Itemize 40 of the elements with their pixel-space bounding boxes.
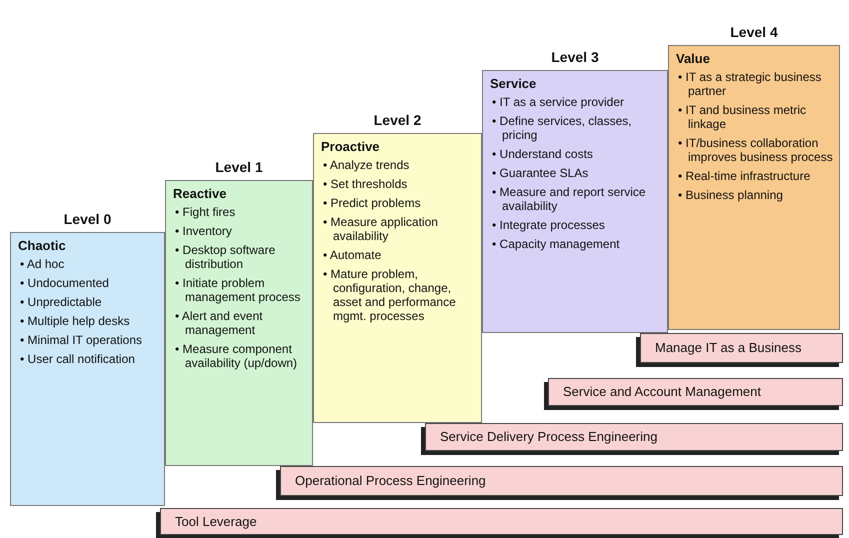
list-item: • Real-time infrastructure — [677, 169, 812, 183]
level-heading: Service — [490, 76, 538, 92]
list-item: • Measure component availability (up/down) — [174, 342, 298, 370]
list-item: • Mature problem, configuration, change, asset and performance mgmt. processes — [322, 267, 457, 323]
list-item: • Fight fires — [174, 205, 236, 219]
list-item: • Inventory — [174, 224, 233, 238]
list-item: • Alert and event management — [174, 309, 264, 337]
list-item: • Business planning — [677, 188, 784, 202]
list-item: • Unpredictable — [19, 295, 103, 309]
level-heading: Proactive — [321, 139, 381, 155]
list-item: • Measure and report service availability — [491, 185, 647, 213]
list-item: • Automate — [322, 248, 382, 262]
list-item: • Predict problems — [322, 196, 422, 210]
list-item: • Capacity management — [491, 237, 621, 251]
level-heading: Value — [676, 51, 711, 67]
level-label: Level 4 — [729, 23, 779, 42]
list-item: • Analyze trends — [322, 158, 410, 172]
list-item: • Integrate processes — [491, 218, 606, 232]
list-item: • Measure application availability — [322, 215, 439, 243]
list-item: • Multiple help desks — [19, 314, 131, 328]
level-label: Level 0 — [62, 210, 112, 229]
level-label: Level 1 — [214, 158, 264, 177]
list-item: • Understand costs — [491, 147, 594, 161]
list-item: • Set thresholds — [322, 177, 408, 191]
list-item: • IT as a service provider — [491, 95, 626, 109]
level-label: Level 2 — [372, 111, 422, 130]
list-item: • Define services, classes, pricing — [491, 114, 633, 142]
list-item: • Ad hoc — [19, 257, 66, 271]
list-item: • User call notification — [19, 352, 136, 366]
list-item: • Desktop software distribution — [174, 243, 276, 271]
list-item: • IT as a strategic business partner — [677, 70, 822, 98]
list-item: • IT and business metric linkage — [677, 103, 808, 131]
list-item: • Initiate problem management process — [174, 276, 302, 304]
list-item: • Guarantee SLAs — [491, 166, 590, 180]
level-heading: Chaotic — [18, 238, 67, 254]
list-item: • Minimal IT operations — [19, 333, 144, 347]
level-heading: Reactive — [173, 186, 228, 202]
list-item: • IT/business collaboration improves business process — [677, 136, 834, 164]
list-item: • Undocumented — [19, 276, 110, 290]
level-label: Level 3 — [550, 48, 600, 67]
